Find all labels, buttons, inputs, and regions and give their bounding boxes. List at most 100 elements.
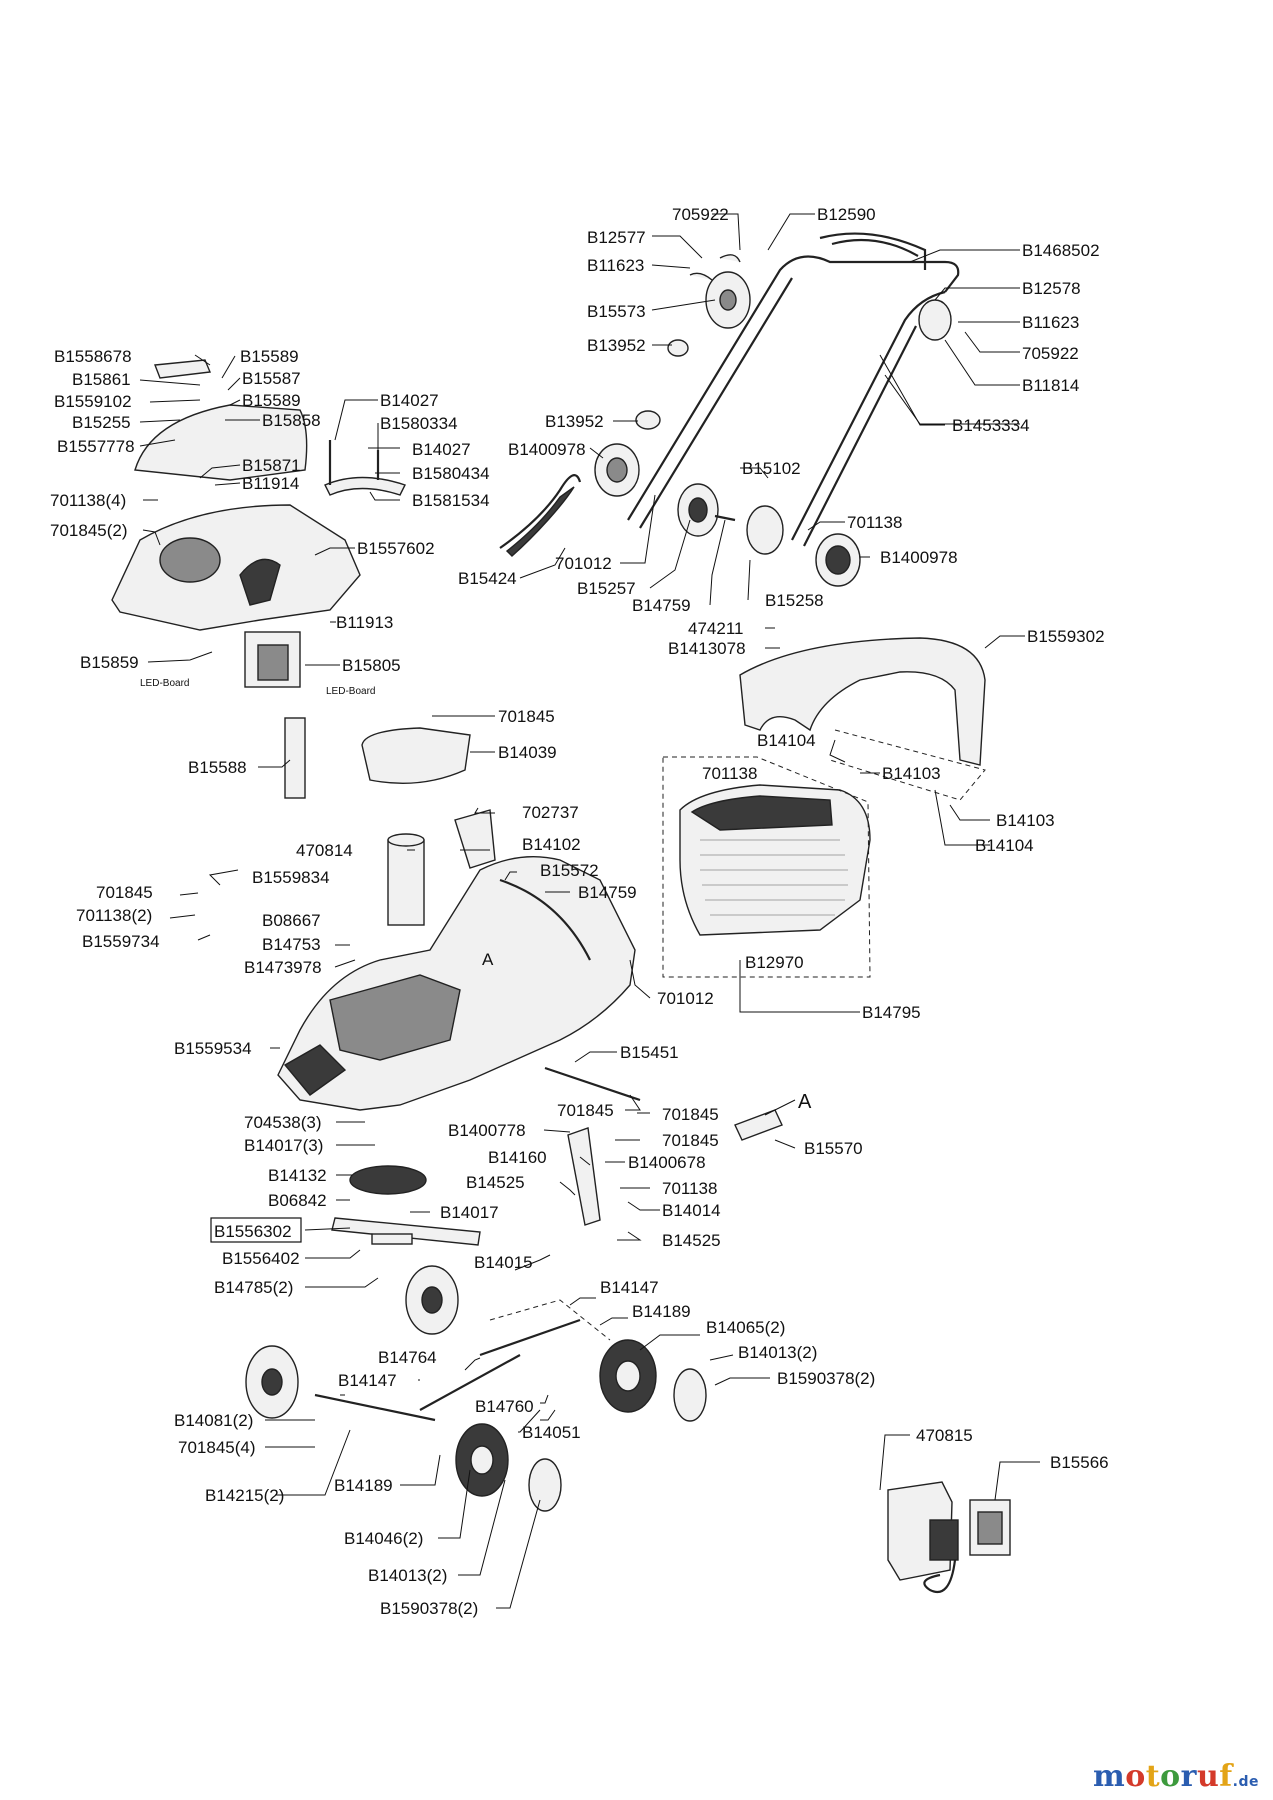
part-label: B14189 bbox=[334, 1476, 393, 1495]
part-label: B15588 bbox=[188, 758, 247, 777]
part-label: LED-Board bbox=[140, 678, 189, 689]
part-label: B1580434 bbox=[412, 464, 490, 483]
height-knobs bbox=[594, 443, 861, 587]
part-label: B14017 bbox=[440, 1203, 499, 1222]
part-label: B15589 bbox=[242, 391, 301, 410]
part-label: B14081(2) bbox=[174, 1411, 253, 1430]
part-label: B15587 bbox=[242, 369, 301, 388]
part-label: B14102 bbox=[522, 835, 581, 854]
part-label: 474211 bbox=[688, 619, 743, 638]
leader-lines bbox=[139, 213, 1040, 1609]
part-label: 701012 bbox=[657, 989, 714, 1008]
part-label: B15424 bbox=[458, 569, 517, 588]
part-label: B12577 bbox=[587, 228, 646, 247]
part-label: B14759 bbox=[632, 596, 691, 615]
part-label: B14051 bbox=[522, 1423, 581, 1442]
part-label: B12590 bbox=[817, 205, 876, 224]
part-label: B1559834 bbox=[252, 868, 330, 887]
part-label: B15451 bbox=[620, 1043, 679, 1062]
part-label: B1400678 bbox=[628, 1153, 706, 1172]
part-label: B1556402 bbox=[222, 1249, 300, 1268]
part-label: B1580334 bbox=[380, 414, 458, 433]
part-label: B14525 bbox=[466, 1173, 525, 1192]
part-label: 701845 bbox=[662, 1105, 719, 1124]
part-label: B14065(2) bbox=[706, 1318, 785, 1337]
part-label: B15258 bbox=[765, 591, 824, 610]
part-label: B15572 bbox=[540, 861, 599, 880]
part-label: B1473978 bbox=[244, 958, 322, 977]
part-label: B14103 bbox=[996, 811, 1055, 830]
part-label: B06842 bbox=[268, 1191, 327, 1210]
part-label: B11914 bbox=[242, 474, 299, 493]
part-label: B1559302 bbox=[1027, 627, 1105, 646]
part-label: B15805 bbox=[342, 656, 401, 675]
part-label: LED-Board bbox=[326, 686, 375, 697]
site-logo[interactable]: motoruf.de bbox=[1092, 1759, 1259, 1794]
part-label: B13952 bbox=[587, 336, 646, 355]
part-label: B14104 bbox=[757, 731, 816, 750]
battery-charger bbox=[887, 1481, 1011, 1593]
part-label: B14759 bbox=[578, 883, 637, 902]
part-label: B1400978 bbox=[508, 440, 586, 459]
motor bbox=[361, 727, 496, 926]
part-label: B14189 bbox=[632, 1302, 691, 1321]
part-label: B14132 bbox=[268, 1166, 327, 1185]
part-label: B14027 bbox=[380, 391, 439, 410]
part-label: 701138 bbox=[702, 764, 757, 783]
part-label: B11913 bbox=[336, 613, 393, 632]
part-label: B15570 bbox=[804, 1139, 863, 1158]
part-label: B14795 bbox=[862, 1003, 921, 1022]
part-label: 704538(3) bbox=[244, 1113, 322, 1132]
grass-box bbox=[679, 784, 871, 936]
part-label: B1559534 bbox=[174, 1039, 252, 1058]
lid-fixing-group-outline bbox=[829, 729, 986, 801]
part-labels: 705922 B12590 B12577 B1468502 B11623 B12… bbox=[50, 205, 1109, 1618]
part-label: B14027 bbox=[412, 440, 471, 459]
part-label: B14017(3) bbox=[244, 1136, 323, 1155]
part-label: B1556302 bbox=[214, 1222, 292, 1241]
highlighted-part-box bbox=[210, 1217, 302, 1243]
part-label: B14764 bbox=[378, 1348, 437, 1367]
height-adjuster bbox=[314, 1066, 783, 1422]
logo-suffix: .de bbox=[1232, 1774, 1259, 1790]
part-label: B15573 bbox=[587, 302, 646, 321]
part-label: B15861 bbox=[72, 370, 131, 389]
part-label: B1557778 bbox=[57, 437, 135, 456]
part-label: A bbox=[482, 950, 494, 969]
part-label: 701845 bbox=[557, 1101, 614, 1120]
part-label: 702737 bbox=[522, 803, 579, 822]
part-label: B14104 bbox=[975, 836, 1034, 855]
grass-box-group-outline bbox=[662, 756, 871, 978]
part-label: B08667 bbox=[262, 911, 321, 930]
part-drawings bbox=[111, 232, 1011, 1593]
part-label: 705922 bbox=[1022, 344, 1079, 363]
part-label: B15858 bbox=[262, 411, 321, 430]
part-label: B15566 bbox=[1050, 1453, 1109, 1472]
part-label: B12970 bbox=[745, 953, 804, 972]
part-label: B14014 bbox=[662, 1201, 721, 1220]
part-label: B1559102 bbox=[54, 392, 132, 411]
part-label: B14015 bbox=[474, 1253, 533, 1272]
part-label: B15257 bbox=[577, 579, 636, 598]
part-label: A bbox=[798, 1091, 812, 1113]
part-label: B14753 bbox=[262, 935, 321, 954]
part-label: B14147 bbox=[338, 1371, 397, 1390]
part-label: 701012 bbox=[555, 554, 612, 573]
part-label: B14103 bbox=[882, 764, 941, 783]
blade-assembly bbox=[331, 1165, 481, 1246]
part-label: 701845(4) bbox=[178, 1438, 256, 1457]
handle-assembly bbox=[627, 232, 960, 547]
part-label: B1453334 bbox=[952, 416, 1030, 435]
wheels bbox=[245, 1265, 707, 1512]
part-label: 470814 bbox=[296, 841, 353, 860]
part-label: B1400978 bbox=[880, 548, 958, 567]
part-label: B1557602 bbox=[357, 539, 435, 558]
part-label: B14160 bbox=[488, 1148, 547, 1167]
part-label: B15255 bbox=[72, 413, 131, 432]
part-label: B11623 bbox=[587, 256, 644, 275]
part-label: 701845 bbox=[662, 1131, 719, 1150]
part-label: 470815 bbox=[916, 1426, 973, 1445]
part-label: B13952 bbox=[545, 412, 604, 431]
part-label: B14013(2) bbox=[738, 1343, 817, 1362]
